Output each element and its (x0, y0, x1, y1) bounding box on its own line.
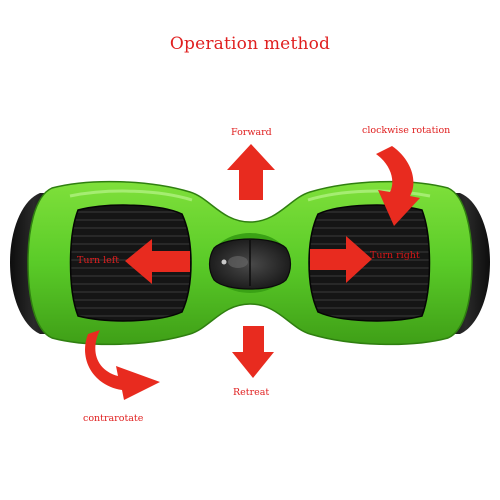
forward-label: Forward (231, 127, 272, 138)
arrow-up-icon (227, 144, 275, 200)
turn-left-label: Turn left (77, 255, 120, 266)
turn-right-label: Turn right (370, 250, 420, 261)
retreat-label: Retreat (233, 387, 270, 398)
arrow-left-icon (125, 239, 190, 284)
center-hub (208, 233, 292, 293)
contrarotate-label: contrarotate (83, 413, 144, 424)
clockwise-rotation-label: clockwise rotation (362, 125, 451, 136)
rotate-counterclockwise-icon (85, 330, 160, 400)
arrow-right-icon (310, 236, 372, 283)
page-title: Operation method (169, 34, 331, 54)
arrow-down-icon (232, 326, 274, 378)
rotate-clockwise-icon (376, 146, 420, 226)
